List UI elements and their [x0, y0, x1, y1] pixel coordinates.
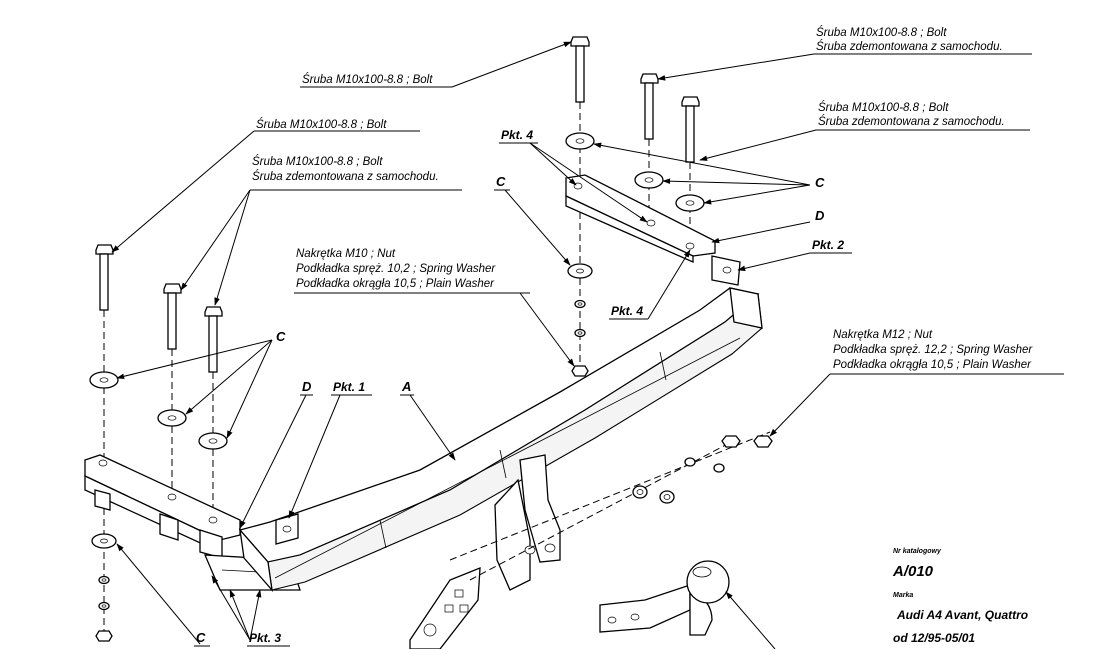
label-spring-washer-12: Podkładka spręż. 12,2 ; Spring Washer — [833, 344, 1033, 356]
label-bolt-removed: Śruba zdemontowana z samochodu. — [252, 170, 439, 183]
bolt-top-center — [570, 36, 590, 103]
tag-c: C — [276, 329, 286, 344]
label-bolt: Śruba M10x100-8.8 ; Bolt — [816, 26, 947, 39]
nut-m12 — [721, 435, 741, 448]
label-nut-m10: Nakrętka M10 ; Nut — [296, 248, 396, 260]
production-years: od 12/95-05/01 — [893, 631, 975, 645]
tow-ball-assembly — [599, 560, 730, 636]
nut-m10 — [571, 365, 589, 377]
bolt-left-1 — [95, 244, 114, 311]
tag-c: C — [196, 630, 206, 645]
socket-plate — [409, 567, 481, 650]
catalog-number-label: Nr katalogowy — [893, 548, 942, 555]
brand-label: Marka — [893, 592, 913, 599]
label-bolt-removed: Śruba zdemontowana z samochodu. — [818, 115, 1005, 128]
label-bolt: Śruba M10x100-8.8 ; Bolt — [818, 101, 949, 114]
tag-pkt2: Pkt. 2 — [812, 238, 844, 252]
label-plain-washer-12: Podkładka okrągła 10,5 ; Plain Washer — [833, 359, 1032, 371]
catalog-number-value: A/010 — [892, 563, 934, 580]
tag-pkt1: Pkt. 1 — [333, 380, 365, 394]
label-nut-m12: Nakrętka M12 ; Nut — [833, 329, 933, 341]
label-bolt: Śruba M10x100-8.8 ; Bolt — [256, 118, 387, 131]
tag-pkt4: Pkt. 4 — [611, 304, 643, 318]
tag-pkt3: Pkt. 3 — [249, 631, 281, 645]
bracket-right — [565, 174, 741, 286]
nut-m12 — [753, 435, 773, 448]
spring-washer — [684, 457, 696, 467]
tag-c: C — [815, 175, 825, 190]
tag-pkt4: Pkt. 4 — [501, 128, 533, 142]
label-bolt: Śruba M10x100-8.8 ; Bolt — [302, 73, 433, 86]
brand-value: Audi A4 Avant, Quattro — [896, 608, 1028, 622]
bolt-left-2 — [163, 283, 182, 350]
bolt-left-3 — [204, 306, 223, 373]
spring-washer — [713, 463, 725, 473]
bolt-top-right-2 — [681, 96, 700, 163]
tag-d: D — [302, 379, 312, 394]
tag-a: A — [401, 379, 411, 394]
tow-ball — [686, 560, 730, 604]
label-bolt-removed: Śruba zdemontowana z samochodu. — [816, 40, 1003, 53]
nut-m10 — [95, 630, 113, 642]
crossbar-a — [238, 287, 763, 593]
label-spring-washer-10: Podkładka spręż. 10,2 ; Spring Washer — [296, 263, 496, 275]
label-bolt: Śruba M10x100-8.8 ; Bolt — [252, 155, 383, 168]
tag-d: D — [815, 208, 825, 223]
label-plain-washer-10: Podkładka okrągła 10,5 ; Plain Washer — [296, 278, 495, 290]
bolt-top-right-1 — [640, 73, 659, 140]
tag-c: C — [496, 174, 506, 189]
